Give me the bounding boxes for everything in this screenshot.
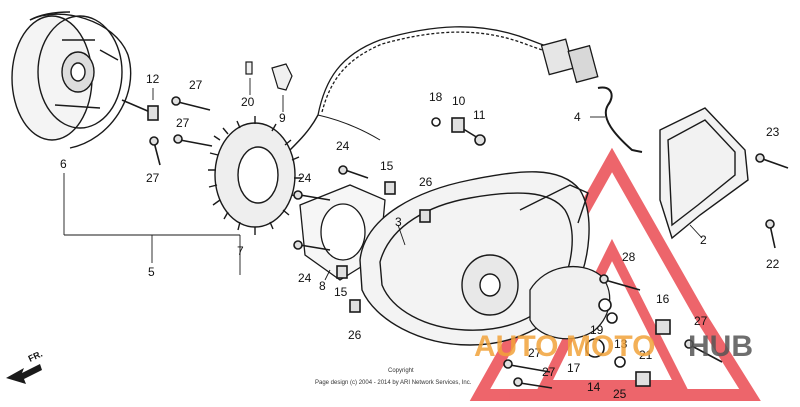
- callout-label: 23: [766, 125, 780, 139]
- callout-label: 27: [694, 314, 708, 328]
- callout-label: 15: [334, 285, 348, 299]
- wire-clamp: [245, 61, 293, 91]
- callout-label: 26: [419, 175, 433, 189]
- callout-label: 27: [146, 171, 160, 185]
- callout-label: 4: [574, 110, 581, 124]
- callout-label: 27: [176, 116, 190, 130]
- watermark-part-auto: AUTO: [474, 330, 558, 363]
- callout-label: 8: [319, 279, 326, 293]
- callout-label: 24: [336, 139, 350, 153]
- callout-label: 11: [473, 108, 486, 122]
- callout-label: 10: [452, 94, 466, 108]
- callout-label: 24: [298, 171, 312, 185]
- sprocket-cover: [659, 107, 749, 240]
- front-direction-arrow: FR.: [6, 349, 44, 384]
- callout-label: 9: [279, 111, 286, 125]
- callout-label: 25: [613, 387, 627, 401]
- callout-label: 22: [766, 257, 780, 271]
- callout-label: 5: [148, 265, 155, 279]
- copyright-notice: Copyright Page design (c) 2004 - 2014 by…: [315, 368, 472, 386]
- callout-label: 16: [656, 292, 670, 306]
- bolts: [121, 96, 789, 389]
- copyright-line: Page design (c) 2004 - 2014 by ARI Netwo…: [315, 380, 472, 386]
- callout-label: 27: [189, 78, 203, 92]
- bracket: [597, 86, 643, 153]
- callout-label: 18: [429, 90, 443, 104]
- callout-label: 3: [395, 215, 402, 229]
- watermark-part-moto: MOTO: [566, 330, 655, 363]
- callout-label: 2: [700, 233, 707, 247]
- watermark-wordmark: AUTO MOTO HUB: [474, 330, 753, 363]
- arrow-icon: [6, 364, 42, 384]
- callout-label: 6: [60, 157, 67, 171]
- wiring-harness: [317, 26, 599, 141]
- callout-label: 27: [528, 346, 542, 360]
- callout-label: 17: [567, 361, 581, 375]
- callout-label: 14: [587, 380, 601, 394]
- callout-labels: 12 27 27 27 6 5 7 20 9 24 24 24 8 15 15 …: [60, 72, 780, 401]
- copyright-title: Copyright: [388, 368, 414, 374]
- callout-label: 28: [622, 250, 636, 264]
- callout-label: 26: [348, 328, 362, 342]
- leader-lines: [63, 78, 703, 281]
- flywheel-rotor: [11, 11, 132, 149]
- callout-label: 21: [639, 348, 653, 362]
- callout-label: 7: [237, 244, 244, 258]
- callout-label: 20: [241, 95, 255, 109]
- callout-label: 15: [380, 159, 394, 173]
- stator: [208, 114, 319, 235]
- callout-label: 13: [614, 337, 628, 351]
- callout-label: 27: [542, 365, 556, 379]
- callout-label: 12: [146, 72, 160, 86]
- callout-label: 24: [298, 271, 312, 285]
- watermark-part-hub: HUB: [688, 330, 753, 363]
- callout-label: 19: [590, 323, 604, 337]
- front-label: FR.: [27, 349, 44, 364]
